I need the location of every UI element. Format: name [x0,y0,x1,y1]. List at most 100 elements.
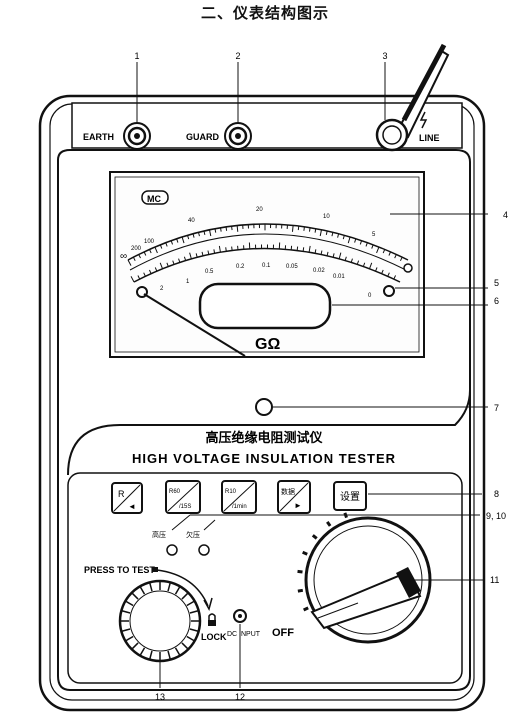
lower-scale-label: 0.2 [236,264,245,270]
upper-scale-label: 200 [131,246,142,252]
dc-input-jack[interactable] [233,609,247,623]
scale-tick [192,233,195,238]
scale-tick [220,227,222,232]
scale-tick [388,251,391,256]
high-voltage-led [166,544,178,556]
lower-scale-label: 0.1 [262,263,271,269]
scale-tick [225,247,227,252]
lock-label: LOCK [201,632,227,642]
scale-tick [365,242,368,247]
meter-needle [143,293,246,357]
knob-ridge [125,600,134,607]
svg-text:设置: 设置 [340,491,360,503]
data-button[interactable]: 数据 ► [277,480,311,514]
lower-scale-label: 0.01 [333,274,345,280]
scale-tick [381,269,384,274]
scale-tick [154,246,158,254]
r60-15s-button[interactable]: R60 /15S [165,480,201,514]
scale-tick [326,251,329,256]
panel-title-en: HIGH VOLTAGE INSULATION TESTER [132,451,396,466]
scale-tick [201,251,204,256]
scale-tick [159,244,163,249]
scale-tick [208,229,212,237]
scale-tick [387,272,390,277]
svg-text:R10: R10 [225,489,237,495]
under-voltage-led [198,544,210,556]
lock-icon [208,613,216,626]
test-knob[interactable] [118,579,202,663]
guard-terminal[interactable] [224,122,252,150]
panel-title-cn: 高压绝缘电阻测试仪 [205,430,323,446]
upper-scale-label: 10 [323,214,330,220]
settings-button[interactable]: 设置 [333,481,367,511]
scale-tick [225,226,228,231]
scale-tick [187,235,190,240]
scale-tick [218,245,221,253]
scale-tick [308,245,311,253]
knob-ridge [189,628,198,632]
range-selector-knob[interactable] [304,516,432,644]
scale-tick [382,249,386,254]
r-left-button[interactable]: R ◄ [111,482,143,514]
scale-tick [154,267,158,272]
scale-tick [172,260,175,265]
scale-tick [149,249,152,254]
scale-end-pin-right [383,285,395,297]
upper-scale-label: 100 [144,239,155,245]
scale-tick [138,254,141,259]
scale-tick [130,276,135,283]
knob-ridge [186,600,195,607]
lcd-display [198,282,332,330]
callout-number: 2 [235,51,240,61]
scale-tick [368,262,373,269]
scale-tick [302,247,305,252]
control-area [67,472,463,684]
scale-tick [376,246,380,254]
svg-text:/1min: /1min [232,504,247,510]
scale-tick [166,262,169,267]
upper-scale-label: 5 [372,232,376,238]
mc-logo: MC [141,190,169,205]
lower-scale-label: 0.05 [286,264,298,270]
scale-tick [236,225,239,232]
scale-tick [325,230,328,235]
scale-tick [207,250,210,255]
line-label: LINE [419,133,440,143]
scale-tick [183,256,187,261]
scale-tick [393,275,397,280]
lower-scale-label: 0 [368,293,372,299]
unit-label: GΩ [255,336,280,353]
scale-tick [181,236,185,244]
callout-number: 9, 10 [486,511,506,521]
svg-text:►: ► [294,501,302,510]
knob-ridge [122,628,131,632]
range-mark [311,534,318,540]
scale-tick [189,252,192,259]
zero-adjust-screw[interactable] [255,398,273,416]
knob-ridge [181,592,189,600]
line-terminal[interactable] [375,43,450,152]
knob-ridge [131,592,139,600]
upper-scale-label: 40 [188,218,195,224]
scale-tick [337,233,340,238]
scale-tick [342,235,345,240]
lower-scale-label: 1 [186,279,190,285]
scale-tick [359,240,363,245]
range-mark [297,588,304,593]
scale-tick [203,230,206,235]
scale-tick [399,256,403,262]
earth-terminal[interactable] [123,122,151,150]
scale-tick [314,249,317,254]
guard-label: GUARD [186,132,219,142]
callout-number: 6 [494,296,499,306]
scale-tick [362,262,366,267]
knob-ridge [189,610,198,614]
scale-tick [371,244,374,249]
knob-ridge [122,610,131,614]
callout-number: 4 [503,210,508,220]
svg-text:数据: 数据 [281,487,295,496]
r10-1min-button[interactable]: R10 /1min [221,480,257,514]
lower-panel-edge [67,389,471,476]
callout-number: 1 [134,51,139,61]
scale-tick [338,252,342,259]
